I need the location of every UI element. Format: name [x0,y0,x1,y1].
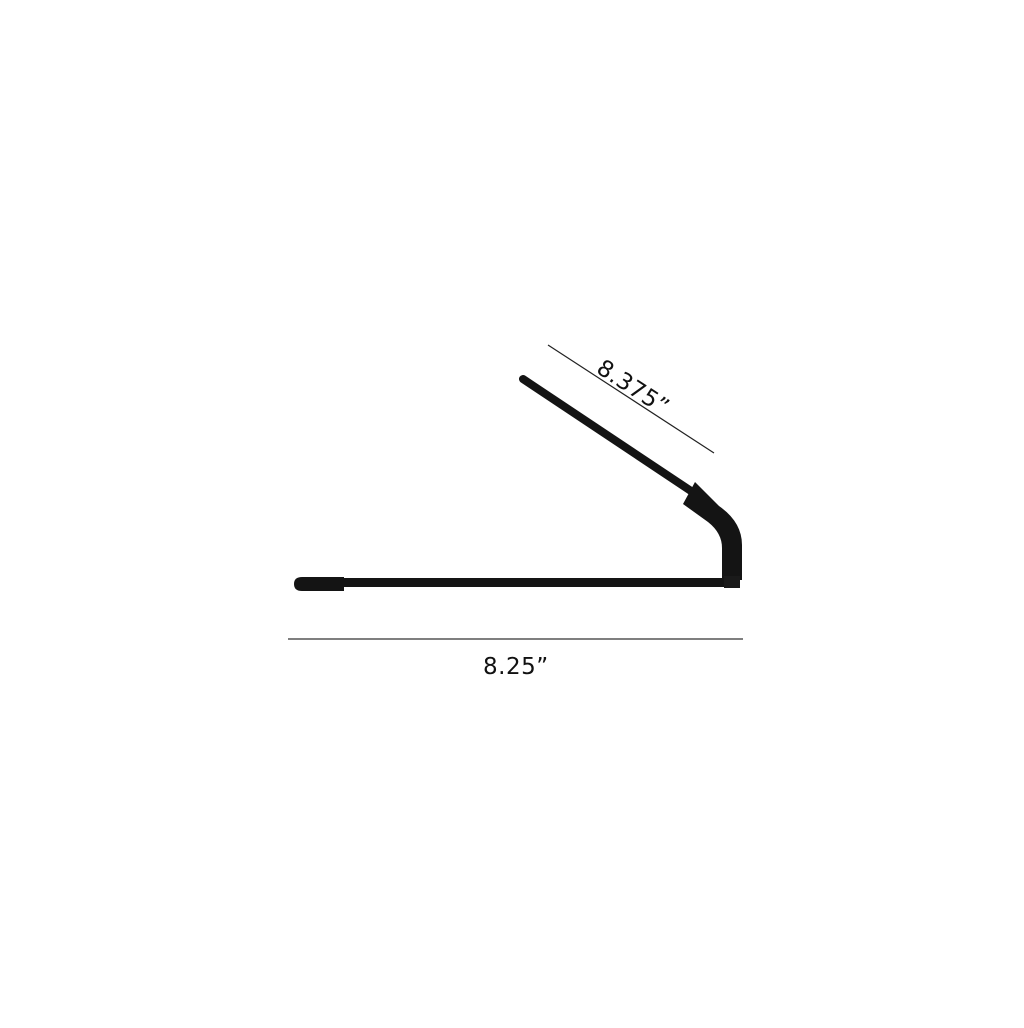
arm-dimension-line [547,344,715,454]
rubber-foot-tip [294,577,344,591]
base-rod [340,578,740,587]
base-length-label: 8.25” [483,654,549,680]
elbow-connector [683,482,742,580]
joint-pin [724,576,740,588]
angled-rod [519,375,704,501]
